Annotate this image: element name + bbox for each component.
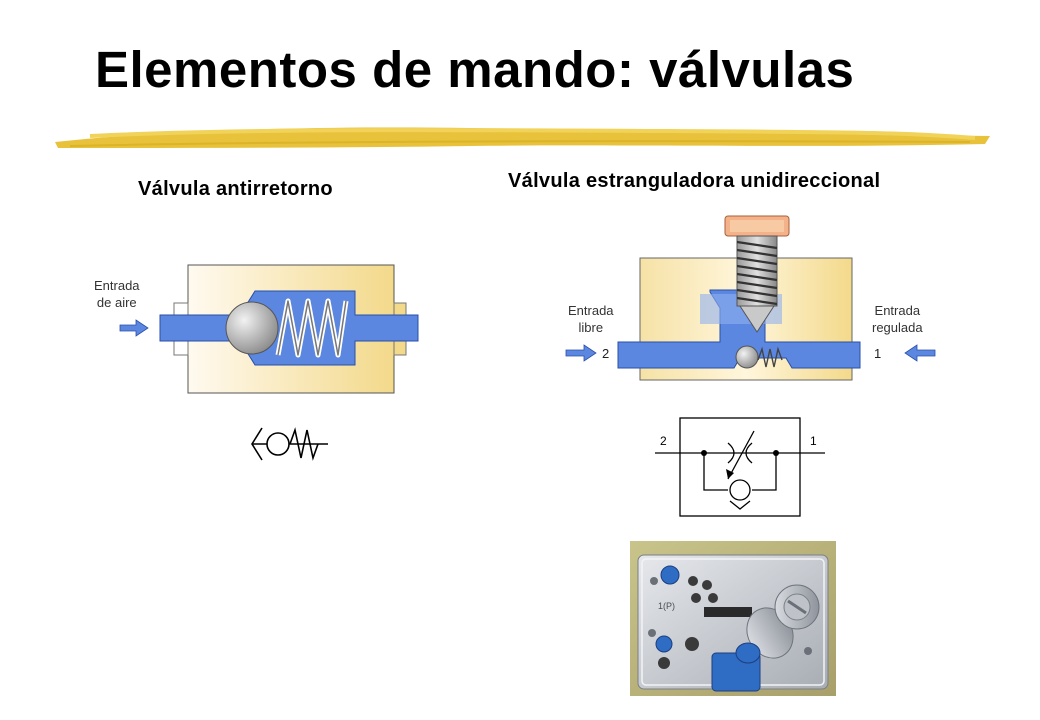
inlet-label-line1: Entrada <box>94 278 140 293</box>
check-ball <box>735 345 759 369</box>
needle-tip <box>739 305 775 333</box>
regulated-inlet-line2: regulada <box>872 320 923 335</box>
free-inlet-line2: libre <box>578 320 604 335</box>
spring <box>757 346 783 368</box>
check-valve-diagram <box>119 264 419 394</box>
throttle-valve-title: Válvula estranguladora unidireccional <box>508 170 881 192</box>
check-valve-title: Válvula antirretorno <box>138 178 333 200</box>
free-inlet-arrow <box>565 344 597 362</box>
regulated-inlet-line1: Entrada <box>874 303 921 318</box>
check-ball <box>225 301 279 355</box>
symbol-port-2: 2 <box>660 434 667 448</box>
valve-photo: 1(P) <box>630 541 836 696</box>
port-2-label: 2 <box>602 346 609 361</box>
port-1-label: 1 <box>874 346 881 361</box>
regulated-inlet-arrow <box>904 344 936 362</box>
inlet-label-line2: de aire <box>96 295 137 310</box>
free-inlet-line1: Entrada <box>568 303 614 318</box>
check-valve-symbol <box>251 427 328 461</box>
svg-text:1(P): 1(P) <box>658 601 675 611</box>
inlet-arrow <box>119 319 149 337</box>
symbol-port-1: 1 <box>810 434 817 448</box>
throttle-valve-symbol: 2 1 <box>655 417 825 517</box>
throttle-valve-diagram: 2 1 <box>565 215 936 381</box>
title-underline-brushstroke <box>55 127 990 148</box>
page-title: Elementos de mando: válvulas <box>95 41 855 98</box>
regulated-inlet-label: Entrada regulada <box>872 302 923 336</box>
inlet-label: Entrada de aire <box>94 277 140 311</box>
free-inlet-label: Entrada libre <box>568 302 614 336</box>
